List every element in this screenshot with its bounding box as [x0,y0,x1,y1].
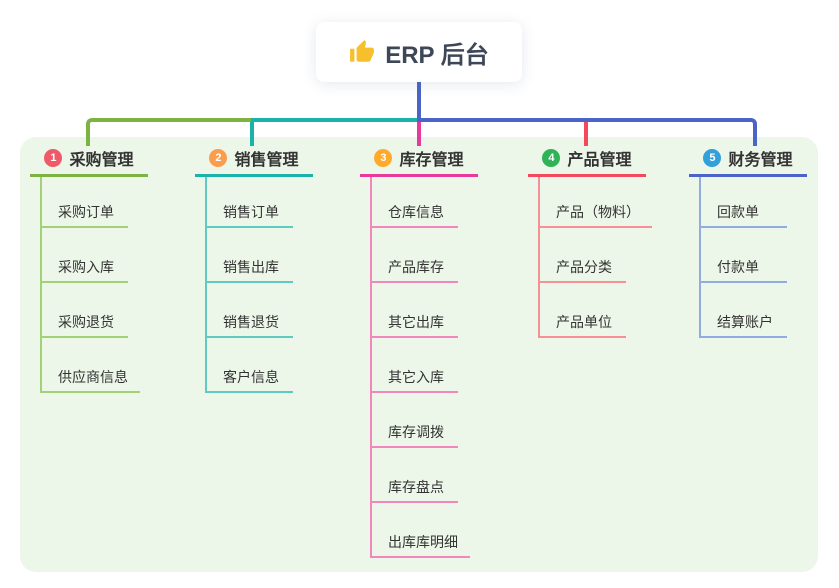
root-node: ERP 后台 [316,22,522,82]
branch-drop-line-inventory [417,122,421,146]
branch-title: 产品管理 [567,152,632,169]
branch-inventory: 3 库存管理 仓库信息 产品库存 其它出库 其它入库 库存调拨 库存盘点 出库库… [360,146,478,558]
branch-header: 4 产品管理 [528,146,646,177]
child-node: 其它出库 [372,283,458,338]
branch-header: 5 财务管理 [689,146,807,177]
branch-finance: 5 财务管理 回款单 付款单 结算账户 [689,146,807,338]
branch-children: 销售订单 销售出库 销售退货 客户信息 [205,177,313,393]
child-node: 出库库明细 [372,503,470,558]
branch-drop-line-sales [250,122,254,146]
branch-header: 3 库存管理 [360,146,478,177]
branch-sales: 2 销售管理 销售订单 销售出库 销售退货 客户信息 [195,146,313,393]
branch-title: 销售管理 [234,152,299,169]
branch-product: 4 产品管理 产品（物料） 产品分类 产品单位 [528,146,652,338]
child-node: 其它入库 [372,338,458,393]
child-node: 产品（物料） [540,177,652,228]
branch-number-badge: 2 [209,149,228,167]
child-node: 库存盘点 [372,448,458,503]
branch-title: 采购管理 [69,152,134,169]
branch-header: 1 采购管理 [30,146,148,177]
child-node: 回款单 [701,177,787,228]
branch-children: 产品（物料） 产品分类 产品单位 [538,177,652,338]
child-node: 供应商信息 [42,338,140,393]
root-stem-line [417,82,421,118]
branch-number-badge: 3 [374,149,393,167]
branch-purchase: 1 采购管理 采购订单 采购入库 采购退货 供应商信息 [30,146,148,393]
child-node: 产品分类 [540,228,626,283]
root-node-label: ERP 后台 [385,41,489,69]
child-node: 销售出库 [207,228,293,283]
connector-bus-middle [251,118,417,122]
branch-number-badge: 5 [703,149,722,167]
child-node: 库存调拨 [372,393,458,448]
child-node: 结算账户 [701,283,787,338]
branch-number-badge: 1 [44,149,63,167]
branch-number-badge: 4 [542,149,561,167]
connector-bus-left [86,118,251,146]
branch-children: 采购订单 采购入库 采购退货 供应商信息 [40,177,148,393]
thumbs-up-icon [349,39,375,65]
child-node: 客户信息 [207,338,293,393]
child-node: 产品库存 [372,228,458,283]
child-node: 销售订单 [207,177,293,228]
child-node: 采购入库 [42,228,128,283]
child-node: 仓库信息 [372,177,458,228]
branch-title: 财务管理 [728,152,793,169]
child-node: 采购订单 [42,177,128,228]
branch-children: 回款单 付款单 结算账户 [699,177,807,338]
branch-title: 库存管理 [399,152,464,169]
branches-panel [20,137,818,572]
child-node: 产品单位 [540,283,626,338]
child-node: 销售退货 [207,283,293,338]
branch-header: 2 销售管理 [195,146,313,177]
connector-bus-right [417,118,757,146]
branch-drop-line-product [584,122,588,146]
child-node: 采购退货 [42,283,128,338]
branch-children: 仓库信息 产品库存 其它出库 其它入库 库存调拨 库存盘点 出库库明细 [370,177,478,558]
child-node: 付款单 [701,228,787,283]
